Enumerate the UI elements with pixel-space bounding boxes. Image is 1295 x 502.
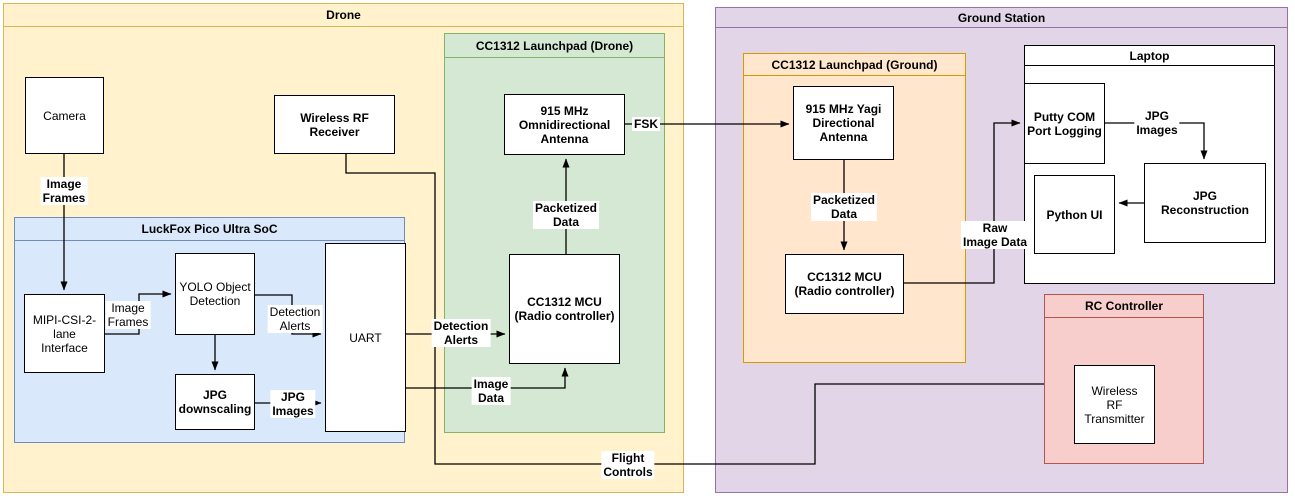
rc-controller-container-title: RC Controller <box>1045 295 1203 318</box>
cc1312-launchpad-drone-title: CC1312 Launchpad (Drone) <box>445 34 664 58</box>
edge-label-image-frames-inner: Image Frames <box>105 301 151 329</box>
cc1312-launchpad-ground-title: CC1312 Launchpad (Ground) <box>744 54 965 76</box>
edge-label-fsk: FSK <box>632 117 660 131</box>
edge-label-packetized-data-ground: Packetized Data <box>810 193 878 221</box>
python-ui-node: Python UI <box>1034 175 1115 254</box>
luckfox-soc-container-title: LuckFox Pico Ultra SoC <box>15 218 404 241</box>
cc1312-mcu-ground-node: CC1312 MCU (Radio controller) <box>785 254 904 314</box>
putty-com-port-logging-node: Putty COM Port Logging <box>1024 83 1105 164</box>
ground-station-container-title: Ground Station <box>716 8 1287 28</box>
wireless-rf-transmitter-node: Wireless RF Transmitter <box>1074 365 1155 444</box>
yagi-antenna-node: 915 MHz Yagi Directional Antenna <box>793 86 894 160</box>
omnidirectional-antenna-node: 915 MHz Omnidirectional Antenna <box>504 94 625 155</box>
edge-label-image-frames-camera: Image Frames <box>40 177 88 205</box>
wireless-rf-receiver-node: Wireless RF Receiver <box>274 95 395 154</box>
edge-label-jpg-images-inner: JPG Images <box>270 390 316 418</box>
edge-label-detection-alerts-outer: Detection Alerts <box>431 319 491 347</box>
cc1312-mcu-drone-node: CC1312 MCU (Radio controller) <box>509 254 620 364</box>
edge-label-jpg-images-laptop: JPG Images <box>1134 109 1180 137</box>
laptop-container-title: Laptop <box>1025 46 1274 66</box>
drone-container-title: Drone <box>4 4 683 27</box>
edge-label-packetized-data-drone: Packetized Data <box>532 201 600 229</box>
edge-label-raw-image-data: Raw Image Data <box>960 221 1030 249</box>
uart-node: UART <box>325 243 406 432</box>
edge-label-detection-alerts-inner: Detection Alerts <box>267 305 323 333</box>
camera-node: Camera <box>25 77 104 154</box>
jpg-downscaling-node: JPG downscaling <box>175 374 255 430</box>
mipi-csi-interface-node: MIPI-CSI-2- lane Interface <box>24 294 105 373</box>
edge-label-image-data: Image Data <box>471 377 511 405</box>
jpg-reconstruction-node: JPG Reconstruction <box>1144 163 1266 243</box>
yolo-object-detection-node: YOLO Object Detection <box>175 253 255 335</box>
edge-label-flight-controls: Flight Controls <box>601 451 655 479</box>
cc1312-launchpad-drone-container: CC1312 Launchpad (Drone) <box>444 33 665 433</box>
